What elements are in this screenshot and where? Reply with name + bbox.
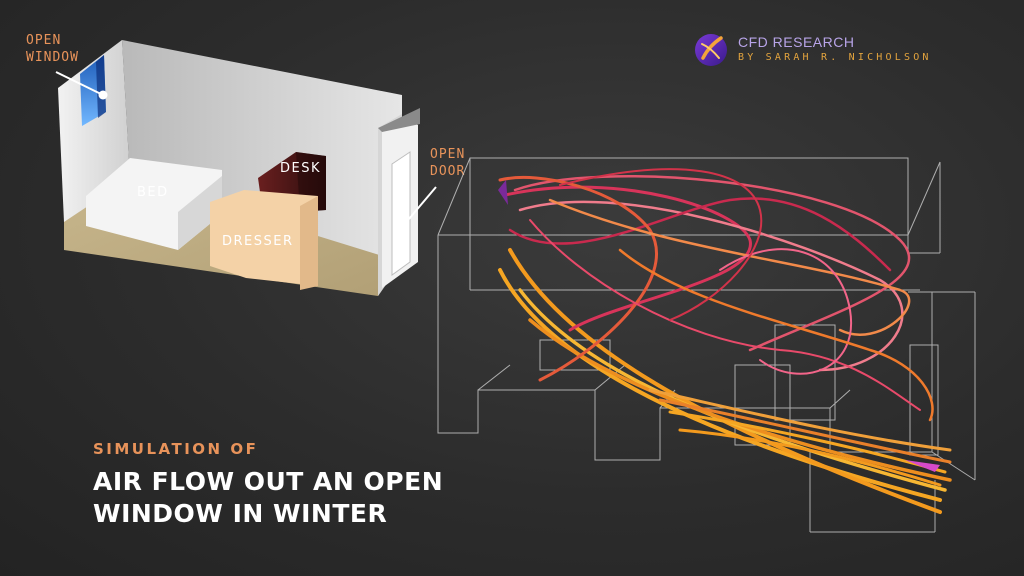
door-inlet-marker (905, 460, 940, 472)
dresser-side (300, 196, 318, 290)
airflow-simulation (437, 157, 976, 533)
window-outlet-marker (498, 180, 508, 205)
title-kicker: SIMULATION OF (93, 440, 259, 458)
title-line-2: WINDOW IN WINTER (93, 499, 388, 528)
streamline (559, 168, 763, 321)
open-window-label-line1: OPEN (26, 33, 62, 48)
wire-desk (774, 324, 836, 421)
door-header (378, 108, 420, 132)
streamline (508, 197, 892, 272)
streamline (498, 176, 658, 382)
streamline (678, 428, 942, 487)
wire-edge-8 (931, 451, 976, 481)
wire-edge-10 (477, 364, 511, 391)
streamline (503, 185, 752, 332)
dresser-label: DRESSER (222, 234, 294, 249)
open-window-label-line2: WINDOW (26, 50, 79, 65)
streamline (719, 248, 853, 375)
wire-door (909, 344, 939, 456)
door-pointer-dot (398, 221, 408, 231)
streamline (658, 398, 952, 464)
window-pointer (55, 71, 104, 96)
wire-edge-13 (829, 389, 851, 409)
door-pointer (402, 186, 437, 227)
streamline (668, 410, 947, 474)
room-illustration: BED DESK DRESSER (55, 40, 437, 296)
title-line-1: AIR FLOW OUT AN OPEN (93, 467, 444, 496)
open-door-label-line2: DOOR (430, 164, 466, 179)
brand-byline: BY SARAH R. NICHOLSON (738, 52, 932, 63)
streamline (508, 248, 942, 514)
open-door-label-line1: OPEN (430, 147, 466, 162)
window-pointer-dot (98, 90, 108, 100)
room-back-wall (122, 40, 402, 262)
dresser (210, 190, 318, 286)
wire-edge-3 (907, 161, 941, 236)
streamline (548, 198, 911, 336)
cfd-logo-icon (695, 34, 727, 66)
bed-side (178, 176, 222, 250)
open-door-label: OPEN DOOR (430, 146, 465, 180)
streamline (648, 388, 952, 452)
streamline (618, 248, 934, 422)
streamline (529, 219, 921, 411)
brand-name: CFD RESEARCH (738, 34, 855, 50)
window-frame (96, 55, 106, 118)
bed-label: BED (137, 185, 169, 200)
streamline (513, 175, 911, 352)
open-window-label: OPEN WINDOW (26, 32, 79, 66)
desk-label: DESK (280, 161, 321, 176)
page-title: AIR FLOW OUT AN OPEN WINDOW IN WINTER (93, 466, 443, 530)
open-door (391, 151, 411, 276)
streamlines (498, 168, 952, 514)
